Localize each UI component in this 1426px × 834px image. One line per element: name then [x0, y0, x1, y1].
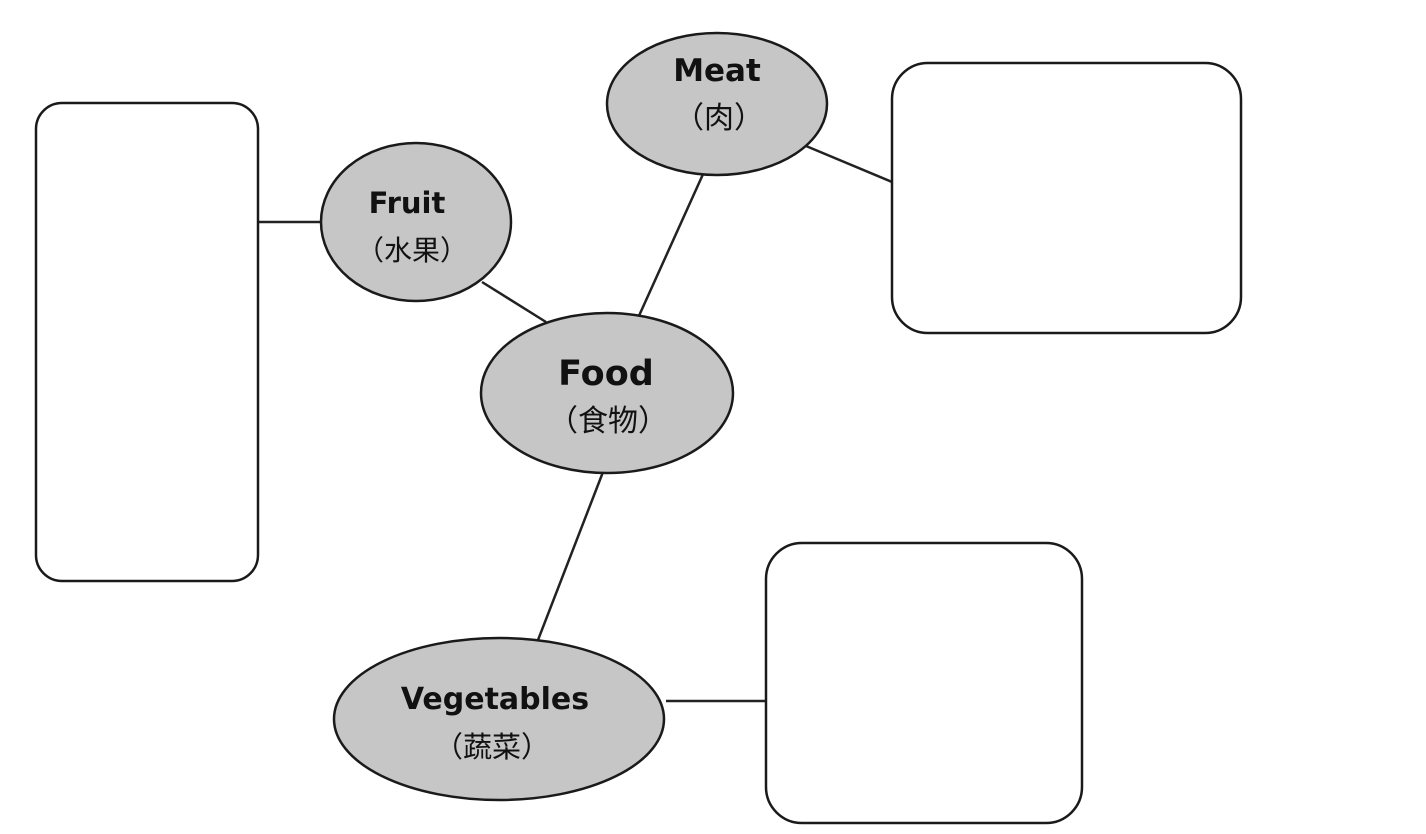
fruit-label-zh: （水果） — [356, 234, 468, 267]
food-center-node: Food （食物） — [479, 311, 735, 475]
meat-node: Meat （肉） — [605, 31, 829, 177]
food-label-en: Food — [558, 354, 654, 394]
vegetables-label-en: Vegetables — [401, 682, 589, 717]
connector-meat-box — [805, 144, 893, 184]
connector-food-fruit — [481, 280, 547, 324]
vegetables-answer-box[interactable] — [764, 541, 1084, 825]
meat-answer-box[interactable] — [890, 61, 1243, 335]
fruit-node: Fruit （水果） — [319, 141, 513, 303]
connector-food-vegetables — [536, 471, 605, 641]
meat-label-en: Meat — [673, 53, 761, 89]
fruit-label-en: Fruit — [369, 186, 446, 220]
connector-food-meat — [636, 171, 706, 319]
fruit-answer-box[interactable] — [34, 101, 260, 583]
vegetables-node: Vegetables （蔬菜） — [332, 636, 666, 802]
food-label-zh: （食物） — [548, 404, 668, 439]
meat-label-zh: （肉） — [674, 101, 764, 136]
vegetables-label-zh: （蔬菜） — [434, 730, 550, 764]
